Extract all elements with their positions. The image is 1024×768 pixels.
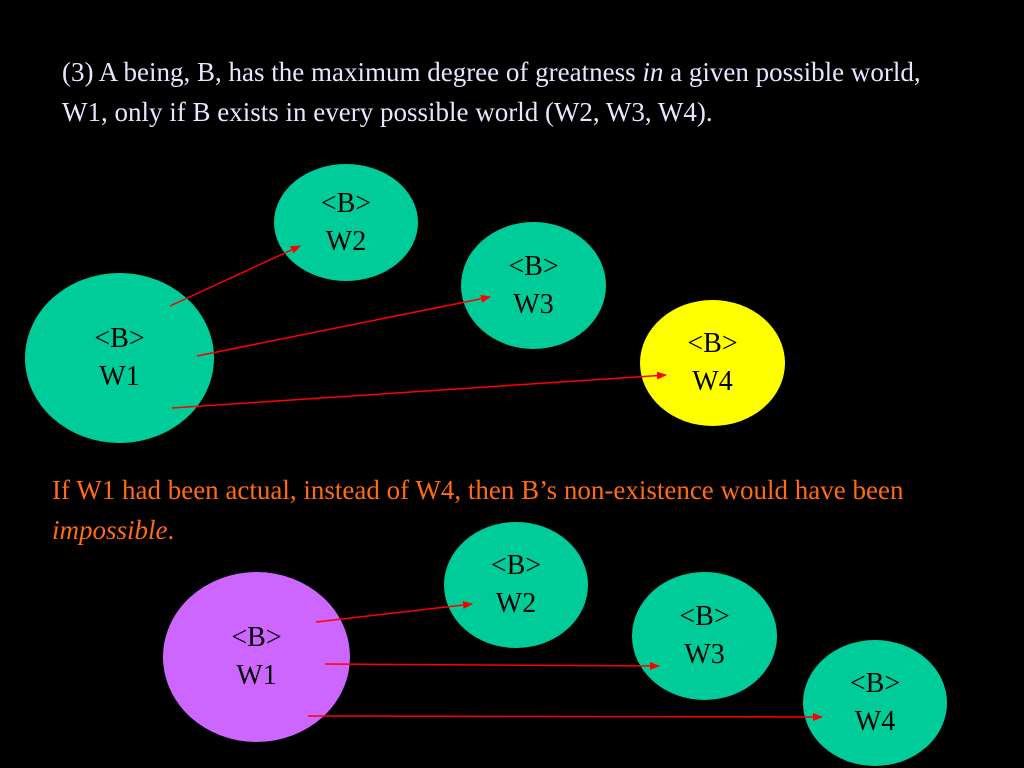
top-arrow-w1-to-w3	[196, 294, 491, 357]
bottom-w4-world-label: W4	[854, 706, 896, 737]
top-arrow-w1-to-w4	[171, 371, 667, 409]
bottom-w2-b-label: <B>	[490, 550, 542, 581]
bottom-world-w3-node: <B> W3	[632, 572, 777, 700]
bottom-w2-world-label: W2	[495, 588, 537, 619]
bottom-world-w2-node: <B> W2	[444, 522, 588, 648]
premise-part1: (3) A being, B, has the maximum degree o…	[62, 57, 643, 87]
top-w4-world-label: W4	[692, 366, 733, 397]
bottom-w4-b-label: <B>	[849, 668, 901, 699]
conclusion-part1: If W1 had been actual, instead of W4, th…	[52, 475, 904, 505]
premise-part2: a given possible world, W1, only if B ex…	[62, 57, 921, 127]
bottom-arrow-w1-to-w2	[315, 601, 473, 623]
bottom-w3-b-label: <B>	[679, 601, 730, 632]
top-world-w1-node: <B> W1	[25, 273, 214, 443]
top-w3-b-label: <B>	[508, 250, 559, 282]
premise-text: (3) A being, B, has the maximum degree o…	[62, 52, 962, 132]
top-world-w3-node: <B> W3	[461, 222, 606, 349]
top-w2-b-label: <B>	[320, 187, 372, 219]
premise-italic: in	[642, 57, 664, 87]
bottom-arrow-w1-to-w3	[324, 661, 660, 670]
top-world-w2-node: <B> W2	[274, 164, 418, 281]
top-w3-world-label: W3	[513, 288, 554, 320]
conclusion-part2: .	[167, 515, 175, 545]
top-arrow-w1-to-w2	[169, 245, 301, 307]
bottom-world-w4-node: <B> W4	[803, 640, 947, 766]
top-world-w4-node: <B> W4	[640, 300, 785, 426]
top-w2-world-label: W2	[325, 225, 367, 257]
top-w4-b-label: <B>	[687, 328, 738, 359]
bottom-w3-world-label: W3	[684, 639, 725, 670]
top-w1-world-label: W1	[99, 361, 140, 392]
bottom-world-w1-node: <B> W1	[163, 572, 350, 742]
top-w1-b-label: <B>	[94, 323, 145, 354]
conclusion-italic: impossible	[52, 515, 168, 545]
bottom-w1-world-label: W1	[236, 660, 277, 691]
bottom-arrow-w1-to-w4	[307, 712, 823, 721]
conclusion-text: If W1 had been actual, instead of W4, th…	[52, 470, 952, 550]
bottom-w1-b-label: <B>	[231, 622, 282, 653]
